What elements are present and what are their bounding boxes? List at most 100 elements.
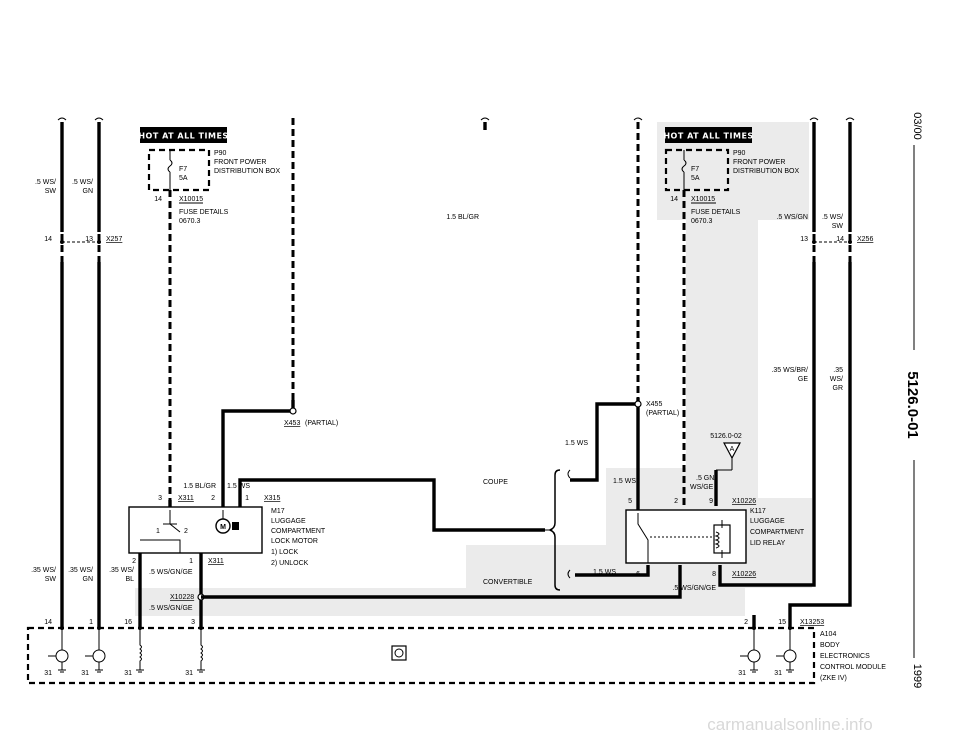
svg-text:1) LOCK: 1) LOCK [271, 549, 299, 556]
svg-text:X10015: X10015 [179, 196, 203, 203]
svg-text:HOT AT ALL TIMES: HOT AT ALL TIMES [663, 132, 753, 141]
wire-labels: .5 WS/ SW .5 WS/ GN 1.5 BL/GR .5 WS/GN .… [31, 179, 843, 612]
svg-text:LOCK MOTOR: LOCK MOTOR [271, 538, 318, 545]
svg-text:A: A [730, 446, 735, 453]
svg-text:13: 13 [800, 236, 808, 243]
svg-text:FRONT POWER: FRONT POWER [733, 159, 785, 166]
variant-labels: COUPE CONVERTIBLE [483, 479, 533, 586]
watermark: carmanualsonline.info [707, 715, 872, 734]
svg-text:.5 WS/: .5 WS/ [35, 179, 56, 186]
svg-text:GR: GR [833, 385, 844, 392]
svg-text:5A: 5A [691, 175, 700, 182]
svg-text:1.5 BL/GR: 1.5 BL/GR [183, 483, 216, 490]
svg-text:31: 31 [774, 670, 782, 677]
svg-text:X10015: X10015 [691, 196, 715, 203]
svg-text:(ZKE IV): (ZKE IV) [820, 675, 847, 682]
fuse-box-left: F7 5A P90 FRONT POWER DISTRIBUTION BOX 1… [147, 148, 280, 225]
svg-text:BL: BL [125, 576, 134, 583]
motor-box: 1 2 M [128, 506, 263, 554]
svg-text:1999: 1999 [911, 664, 923, 688]
svg-text:1: 1 [156, 528, 160, 535]
svg-text:X10228: X10228 [170, 594, 194, 601]
svg-text:14: 14 [836, 236, 844, 243]
svg-text:DISTRIBUTION BOX: DISTRIBUTION BOX [214, 168, 280, 175]
svg-text:CONTROL MODULE: CONTROL MODULE [820, 664, 886, 671]
svg-text:.5 GN/: .5 GN/ [696, 475, 716, 482]
svg-text:(PARTIAL): (PARTIAL) [305, 420, 338, 427]
svg-text:X256: X256 [857, 236, 873, 243]
resistor-2 [200, 628, 203, 670]
svg-text:2: 2 [184, 528, 188, 535]
svg-text:X453: X453 [284, 420, 300, 427]
svg-text:.5 WS/GN/GE: .5 WS/GN/GE [149, 569, 193, 576]
transistor-1 [48, 628, 69, 670]
svg-text:WS/: WS/ [830, 376, 843, 383]
svg-text:03/00: 03/00 [911, 112, 923, 140]
hot-badge-left: HOT AT ALL TIMES [138, 127, 228, 143]
variant-bracket [545, 469, 571, 591]
svg-text:GE: GE [798, 376, 808, 383]
svg-text:6: 6 [636, 571, 640, 578]
svg-text:5: 5 [628, 498, 632, 505]
svg-text:14: 14 [44, 236, 52, 243]
svg-text:X455: X455 [646, 401, 662, 408]
svg-text:F7: F7 [691, 166, 699, 173]
svg-text:GN: GN [83, 576, 94, 583]
svg-text:SW: SW [45, 576, 57, 583]
svg-text:HOT AT ALL TIMES: HOT AT ALL TIMES [138, 132, 228, 141]
svg-text:LUGGAGE: LUGGAGE [750, 518, 785, 525]
svg-text:1: 1 [89, 619, 93, 626]
svg-text:A104: A104 [820, 631, 836, 638]
svg-text:X311: X311 [178, 495, 194, 502]
svg-text:P90: P90 [733, 150, 746, 157]
svg-text:9: 9 [709, 498, 713, 505]
svg-text:31: 31 [738, 670, 746, 677]
svg-text:COUPE: COUPE [483, 479, 508, 486]
svg-text:FUSE DETAILS: FUSE DETAILS [179, 209, 229, 216]
svg-text:5126.0-01: 5126.0-01 [904, 371, 921, 439]
svg-text:1.5 WS: 1.5 WS [227, 483, 250, 490]
svg-text:.5 WS/: .5 WS/ [822, 214, 843, 221]
svg-text:1: 1 [245, 495, 249, 502]
svg-text:SW: SW [832, 223, 844, 230]
transistor-3 [740, 628, 761, 670]
svg-text:(PARTIAL): (PARTIAL) [646, 410, 679, 417]
svg-text:0670.3: 0670.3 [179, 218, 201, 225]
wire-bl-gr [221, 118, 295, 510]
svg-text:.35 WS/: .35 WS/ [31, 567, 56, 574]
side-margin: 03/00 5126.0-01 1999 [904, 112, 923, 688]
svg-text:X257: X257 [106, 236, 122, 243]
transistor-4 [776, 628, 797, 670]
x453-connector [289, 407, 297, 415]
svg-text:2: 2 [132, 558, 136, 565]
module-box [26, 626, 816, 685]
svg-text:14: 14 [154, 196, 162, 203]
svg-text:GN: GN [83, 188, 94, 195]
wire-ws-coupe-motor [238, 478, 545, 532]
svg-text:K117: K117 [750, 508, 766, 515]
svg-text:.5 WS/GN/GE: .5 WS/GN/GE [149, 605, 193, 612]
resistor-1 [139, 628, 142, 670]
wire-gn-ge-relay [201, 565, 682, 599]
svg-text:COMPARTMENT: COMPARTMENT [271, 528, 326, 535]
svg-text:BODY: BODY [820, 642, 840, 649]
svg-text:31: 31 [185, 670, 193, 677]
relay-labels: K117 LUGGAGE COMPARTMENT LID RELAY [750, 508, 805, 547]
x256-pin-14 [848, 240, 852, 244]
svg-text:16: 16 [124, 619, 132, 626]
x257-pin-13 [97, 240, 101, 244]
svg-text:31: 31 [81, 670, 89, 677]
svg-text:2) UNLOCK: 2) UNLOCK [271, 560, 309, 567]
svg-text:X315: X315 [264, 495, 280, 502]
svg-text:3: 3 [158, 495, 162, 502]
module-labels: A104 BODY ELECTRONICS CONTROL MODULE (ZK… [820, 631, 886, 682]
svg-text:X10226: X10226 [732, 571, 756, 578]
svg-text:14: 14 [670, 196, 678, 203]
svg-text:X311: X311 [208, 558, 224, 565]
svg-text:31: 31 [124, 670, 132, 677]
x257-pin-14 [60, 240, 64, 244]
svg-text:X10226: X10226 [732, 498, 756, 505]
svg-text:DISTRIBUTION BOX: DISTRIBUTION BOX [733, 168, 799, 175]
svg-text:ELECTRONICS: ELECTRONICS [820, 653, 870, 660]
